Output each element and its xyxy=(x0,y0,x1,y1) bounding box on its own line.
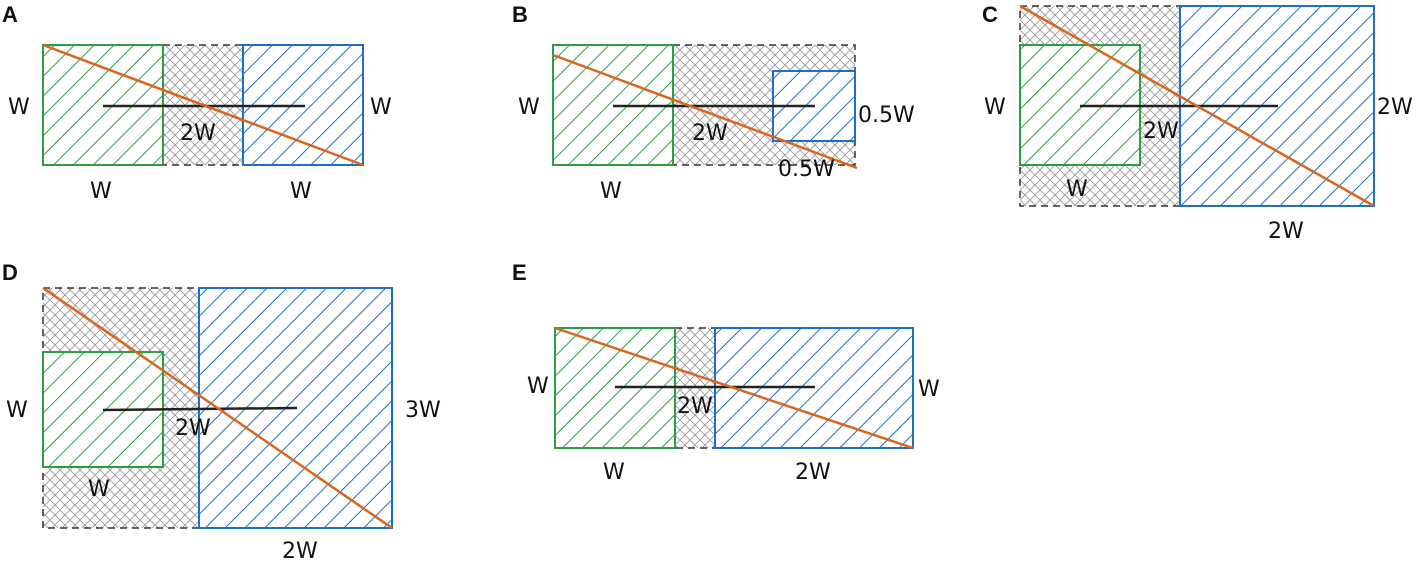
left-dim-label: W xyxy=(518,95,540,120)
right-dim-label: W xyxy=(370,95,392,120)
diagonal-line xyxy=(554,326,914,450)
diagonal-line xyxy=(42,286,393,530)
center-line xyxy=(102,406,298,412)
bottom-right-dim-label: 2W xyxy=(1268,219,1304,244)
bottom-left-dim-label: W xyxy=(90,179,112,204)
panel-label-a: A xyxy=(2,2,18,27)
diagonal-line xyxy=(552,53,858,170)
panel-label-b: B xyxy=(512,2,528,27)
center-dim-label: 2W xyxy=(1143,119,1179,144)
center-dim-label: 2W xyxy=(180,121,216,146)
bottom-left-dim-label: W xyxy=(603,460,625,485)
panel-d: D W 3W 2W W 2W xyxy=(2,260,441,563)
panel-label-d: D xyxy=(2,260,18,285)
bottom-left-dim-label: W xyxy=(1066,177,1088,202)
panel-a: A W W 2W W W xyxy=(2,2,392,204)
left-dim-label: W xyxy=(984,95,1006,120)
panel-b: B W 0.5W 2W W 0.5W xyxy=(512,2,915,204)
bottom-right-dim-label: 2W xyxy=(795,460,831,485)
panel-label-c: C xyxy=(982,2,998,27)
center-dim-label: 2W xyxy=(677,394,713,419)
panel-label-e: E xyxy=(512,260,527,285)
bottom-right-dim-label: 0.5W xyxy=(778,157,835,182)
left-dim-label: W xyxy=(8,95,30,120)
panel-e: E W W 2W W 2W xyxy=(512,260,940,485)
right-dim-label: 0.5W xyxy=(858,103,915,128)
center-dim-label: 2W xyxy=(692,121,728,146)
panel-c: C W 2W 2W W 2W xyxy=(982,2,1413,244)
right-dim-label: 3W xyxy=(405,398,441,423)
left-dim-label: W xyxy=(527,374,549,399)
diagonal-line xyxy=(42,43,364,167)
bottom-right-dim-label: 2W xyxy=(282,539,318,563)
right-dim-label: W xyxy=(918,377,940,402)
bottom-left-dim-label: W xyxy=(88,477,110,502)
diagonal-line xyxy=(1019,4,1375,208)
right-dim-label: 2W xyxy=(1377,95,1413,120)
bottom-right-dim-label: W xyxy=(290,179,312,204)
bottom-left-dim-label: W xyxy=(600,179,622,204)
center-dim-label: 2W xyxy=(175,416,211,441)
left-dim-label: W xyxy=(6,398,28,423)
